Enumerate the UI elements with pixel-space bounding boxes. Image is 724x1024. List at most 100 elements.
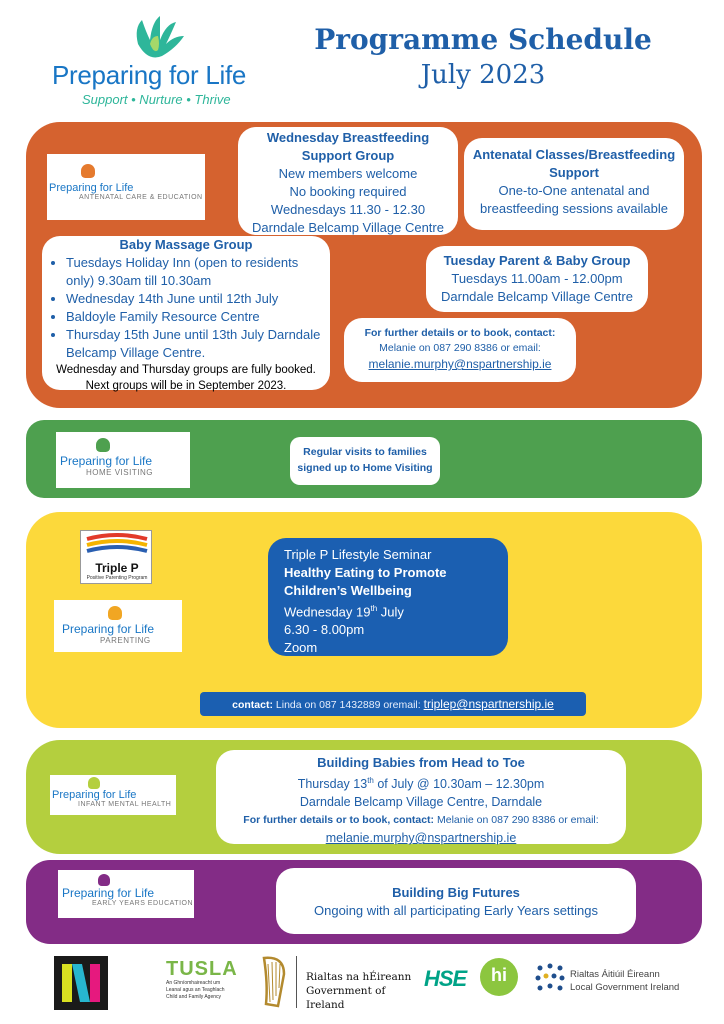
infant-logo-sub: INFANT MENTAL HEALTH (78, 801, 172, 808)
parenting-hand-icon (108, 606, 122, 620)
infant-contact-bold: For further details or to book, contact: (243, 814, 435, 827)
gov-en: Government of Ireland (306, 985, 386, 1011)
baby-massage-item: Tuesdays Holiday Inn (open to residents … (66, 254, 322, 290)
seminar-date-prefix: Wednesday 19 (284, 604, 371, 620)
hi-text: hi (491, 965, 507, 985)
antenatal-logo-name: Preparing for Life (49, 182, 134, 194)
infant-hand-icon (88, 777, 100, 789)
seminar-date: Wednesday 19th July (284, 600, 492, 621)
seminar-date-sup: th (370, 604, 378, 613)
tusla-irish-1: An Ghníomhaireacht um (166, 980, 221, 986)
home-visiting-card: Regular visits to families signed up to … (290, 437, 440, 485)
baby-massage-title: Baby Massage Group (119, 237, 253, 252)
parenting-contact-label: contact: (232, 699, 273, 711)
parenting-logo: Preparing for Life PARENTING (54, 600, 182, 652)
gov-logo-text: Rialtas na hÉireann Government of Irelan… (306, 970, 416, 1012)
triple-p-name: Triple P (95, 561, 139, 575)
early-years-logo-sub: EARLY YEARS EDUCATION (92, 900, 194, 907)
infant-date: Thursday 13th of July @ 10.30am – 12.30p… (222, 772, 620, 793)
seminar-title-1: Healthy Eating to Promote (284, 565, 447, 580)
infant-card: Building Babies from Head to Toe Thursda… (216, 750, 626, 846)
hse-logo: HSE (424, 966, 467, 991)
early-years-logo: Preparing for Life EARLY YEARS EDUCATION (58, 870, 194, 918)
infant-email[interactable]: melanie.murphy@nspartnership.ie (325, 831, 517, 846)
infant-date-suffix: of July @ 10.30am – 12.30pm (373, 777, 545, 792)
antenatal-logo-sub: ANTENATAL CARE & EDUCATION (79, 194, 203, 201)
antenatal-classes-title-1: Antenatal Classes/Breastfeeding (472, 147, 676, 162)
seminar-label: Triple P Lifestyle Seminar (284, 547, 432, 562)
lgi-logo-text: Rialtas Áitiúil Éireann Local Government… (570, 968, 680, 994)
antenatal-classes-line2: breastfeeding sessions available (480, 201, 668, 216)
baby-massage-item: Thursday 15th June until 13th July Darnd… (66, 326, 322, 362)
early-years-line1: Ongoing with all participating Early Yea… (314, 903, 598, 918)
lgi-dots-icon (535, 963, 565, 991)
home-visiting-line2: signed up to Home Visiting (297, 462, 433, 474)
brand-tagline: Support • Nurture • Thrive (82, 92, 231, 107)
antenatal-classes-card: Antenatal Classes/Breastfeeding Support … (464, 138, 684, 230)
parent-baby-title: Tuesday Parent & Baby Group (443, 253, 631, 268)
baby-massage-item: Baldoyle Family Resource Centre (66, 308, 322, 326)
early-years-card: Building Big Futures Ongoing with all pa… (276, 868, 636, 934)
parenting-contact-text: Linda on 087 1432889 oremail: (275, 699, 421, 711)
infant-contact: For further details or to book, contact:… (222, 811, 620, 829)
infant-date-sup: th (367, 776, 374, 785)
footer-logos: TUSLA An Ghníomhaireacht um Leanaí agus … (0, 950, 724, 1016)
infant-contact-text: Melanie on 087 290 8386 or email: (436, 814, 599, 827)
seminar-title-2: Children’s Wellbeing (284, 583, 412, 598)
triple-p-sub: Positive Parenting Program (86, 575, 148, 581)
antenatal-hand-icon (81, 164, 95, 178)
home-visiting-line1: Regular visits to families (303, 446, 427, 458)
infant-title: Building Babies from Head to Toe (317, 755, 525, 770)
lgi-irish: Rialtas Áitiúil Éireann (570, 969, 660, 980)
antenatal-classes-line1: One-to-One antenatal and (498, 183, 650, 198)
early-years-logo-name: Preparing for Life (62, 886, 155, 900)
hi-logo: hi (480, 958, 518, 996)
brand-name: Preparing for Life (52, 60, 247, 90)
breastfeeding-title-1: Wednesday Breastfeeding (266, 130, 430, 145)
seminar-date-suffix: July (377, 604, 404, 620)
infant-logo: Preparing for Life INFANT MENTAL HEALTH (50, 775, 176, 815)
antenatal-contact-card: For further details or to book, contact:… (344, 318, 576, 382)
home-visiting-hand-icon (96, 438, 110, 452)
harp-icon (262, 956, 286, 1008)
tusla-en: Child and Family Agency (166, 994, 222, 1000)
tusla-irish-2: Leanaí agus an Teaghlach (166, 987, 225, 993)
parenting-contact-bar: contact: Linda on 087 1432889 oremail: t… (200, 692, 586, 716)
baby-massage-item: Wednesday 14th June until 12th July (66, 290, 322, 308)
tusla-logo: TUSLA An Ghníomhaireacht um Leanaí agus … (166, 958, 246, 1012)
header-brand-logo: Preparing for Life Support • Nurture • T… (52, 14, 282, 110)
breastfeeding-card: Wednesday Breastfeeding Support Group Ne… (238, 127, 458, 235)
early-years-hand-icon (98, 874, 110, 886)
early-years-title: Building Big Futures (392, 885, 520, 900)
parent-baby-line1: Tuesdays 11.00am - 12.00pm (451, 271, 623, 286)
triple-p-logo: Triple P Positive Parenting Program (80, 530, 152, 584)
antenatal-contact-title: For further details or to book, contact: (364, 327, 556, 339)
antenatal-contact-email[interactable]: melanie.murphy@nspartnership.ie (368, 357, 552, 371)
page-title-line1: Programme Schedule (314, 23, 652, 56)
baby-massage-list: Tuesdays Holiday Inn (open to residents … (50, 254, 322, 362)
gov-irish: Rialtas na hÉireann (306, 971, 412, 983)
seminar-location: Zoom (284, 640, 318, 656)
parenting-contact-email[interactable]: triplep@nspartnership.ie (423, 697, 554, 711)
page-title: Programme Schedule July 2023 (296, 22, 670, 92)
nsp-logo-icon (54, 956, 108, 1010)
page-title-line2: July 2023 (420, 60, 546, 90)
antenatal-logo: Preparing for Life ANTENATAL CARE & EDUC… (47, 154, 205, 220)
breastfeeding-line3: Wednesdays 11.30 - 12.30 (270, 202, 426, 217)
tusla-name: TUSLA (166, 958, 238, 980)
infant-date-prefix: Thursday 13 (297, 777, 368, 792)
breastfeeding-line1: New members welcome (278, 166, 418, 181)
parenting-logo-name: Preparing for Life (62, 622, 155, 636)
antenatal-classes-title-2: Support (549, 165, 599, 180)
baby-massage-card: Baby Massage Group Tuesdays Holiday Inn … (42, 236, 330, 392)
parenting-logo-sub: PARENTING (100, 636, 151, 645)
breastfeeding-line2: No booking required (289, 184, 407, 199)
seminar-card: Triple P Lifestyle Seminar Healthy Eatin… (268, 538, 508, 656)
gov-divider (296, 956, 297, 1008)
home-visiting-logo-name: Preparing for Life (60, 454, 153, 468)
baby-massage-note-1: Wednesday and Thursday groups are fully … (56, 364, 316, 376)
parent-baby-card: Tuesday Parent & Baby Group Tuesdays 11.… (426, 246, 648, 312)
infant-logo-name: Preparing for Life (52, 789, 137, 801)
breastfeeding-title-2: Support Group (301, 148, 395, 163)
antenatal-contact-line1: Melanie on 087 290 8386 or email: (379, 342, 541, 354)
